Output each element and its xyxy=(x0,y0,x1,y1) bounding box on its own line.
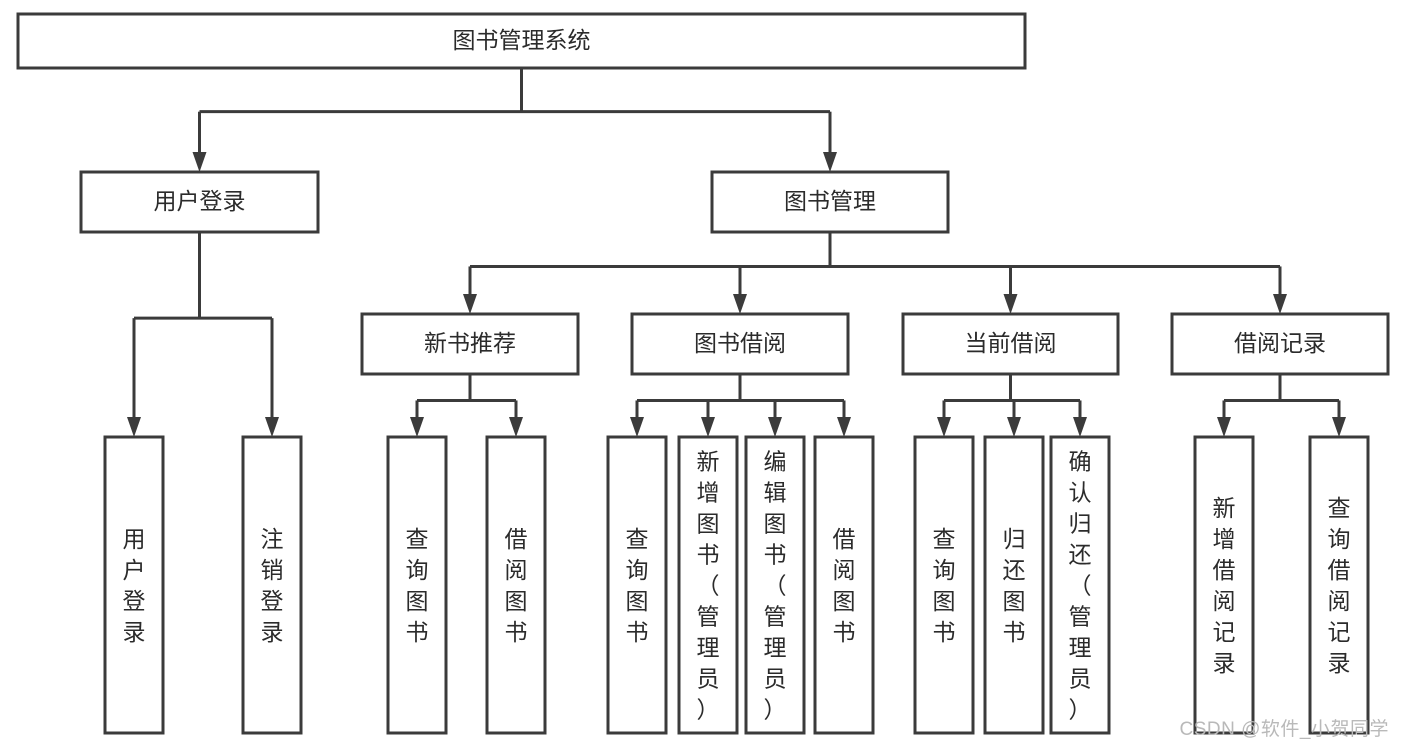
edge-group-book-borrow xyxy=(630,374,851,437)
node-box-root[interactable] xyxy=(16,12,1027,70)
edge-group-current-borrow xyxy=(937,374,1087,437)
node-label-leaf-return-book: 归还图书 xyxy=(1003,526,1026,645)
node-box-book-manage[interactable] xyxy=(710,170,950,234)
node-leaf-edit-book-admin[interactable]: 编辑图书（管理员） xyxy=(744,435,806,735)
node-new-book-recommend[interactable]: 新书推荐 xyxy=(360,312,580,376)
node-box-leaf-add-borrow-record[interactable] xyxy=(1193,435,1255,735)
node-label-user-login: 用户登录 xyxy=(154,188,246,214)
node-leaf-add-borrow-record[interactable]: 新增借阅记录 xyxy=(1193,435,1255,735)
node-label-leaf-edit-book-admin: 编辑图书（管理员） xyxy=(764,449,787,723)
node-current-borrow[interactable]: 当前借阅 xyxy=(901,312,1120,376)
node-leaf-query-book-1[interactable]: 查询图书 xyxy=(386,435,448,735)
node-box-leaf-query-book-1[interactable] xyxy=(386,435,448,735)
nodes-layer: 图书管理系统用户登录图书管理新书推荐图书借阅当前借阅借阅记录用户登录注销登录查询… xyxy=(16,12,1390,735)
node-leaf-query-book-3[interactable]: 查询图书 xyxy=(913,435,975,735)
node-label-book-manage: 图书管理 xyxy=(784,188,876,214)
node-leaf-add-book-admin[interactable]: 新增图书（管理员） xyxy=(677,435,739,735)
node-box-leaf-query-book-3[interactable] xyxy=(913,435,975,735)
edge-group-root xyxy=(192,68,837,172)
edges-layer xyxy=(127,68,1346,437)
node-leaf-user-login[interactable]: 用户登录 xyxy=(103,435,165,735)
node-root[interactable]: 图书管理系统 xyxy=(16,12,1027,70)
edge-group-user-login xyxy=(127,232,279,437)
node-label-current-borrow: 当前借阅 xyxy=(965,330,1057,356)
node-label-leaf-query-book-3: 查询图书 xyxy=(933,526,956,645)
node-box-leaf-user-login[interactable] xyxy=(103,435,165,735)
node-leaf-query-borrow-record[interactable]: 查询借阅记录 xyxy=(1308,435,1370,735)
node-box-new-book-recommend[interactable] xyxy=(360,312,580,376)
node-label-leaf-query-book-2: 查询图书 xyxy=(626,526,649,645)
edge-group-book-manage xyxy=(463,232,1287,314)
node-box-user-login[interactable] xyxy=(79,170,320,234)
edge-group-borrow-record xyxy=(1217,374,1346,437)
node-label-leaf-borrow-book-2: 借阅图书 xyxy=(833,526,856,645)
node-box-leaf-query-borrow-record[interactable] xyxy=(1308,435,1370,735)
node-box-leaf-query-book-2[interactable] xyxy=(606,435,668,735)
node-leaf-borrow-book-2[interactable]: 借阅图书 xyxy=(813,435,875,735)
node-borrow-record[interactable]: 借阅记录 xyxy=(1170,312,1390,376)
node-leaf-borrow-book-1[interactable]: 借阅图书 xyxy=(485,435,547,735)
node-label-borrow-record: 借阅记录 xyxy=(1234,330,1326,356)
node-label-book-borrow: 图书借阅 xyxy=(694,330,786,356)
node-box-book-borrow[interactable] xyxy=(630,312,850,376)
node-box-leaf-logout[interactable] xyxy=(241,435,303,735)
node-leaf-logout[interactable]: 注销登录 xyxy=(241,435,303,735)
node-box-leaf-return-book[interactable] xyxy=(983,435,1045,735)
node-box-current-borrow[interactable] xyxy=(901,312,1120,376)
node-label-root: 图书管理系统 xyxy=(453,27,591,53)
node-leaf-return-book[interactable]: 归还图书 xyxy=(983,435,1045,735)
node-box-leaf-confirm-return-admin[interactable] xyxy=(1049,435,1111,735)
node-label-leaf-borrow-book-1: 借阅图书 xyxy=(505,526,528,645)
node-leaf-confirm-return-admin[interactable]: 确认归还（管理员） xyxy=(1049,435,1111,735)
node-box-leaf-edit-book-admin[interactable] xyxy=(744,435,806,735)
node-label-new-book-recommend: 新书推荐 xyxy=(424,330,516,356)
node-leaf-query-book-2[interactable]: 查询图书 xyxy=(606,435,668,735)
node-label-leaf-query-book-1: 查询图书 xyxy=(406,526,429,645)
node-book-borrow[interactable]: 图书借阅 xyxy=(630,312,850,376)
node-label-leaf-add-book-admin: 新增图书（管理员） xyxy=(697,449,720,723)
node-box-leaf-borrow-book-2[interactable] xyxy=(813,435,875,735)
node-label-leaf-add-borrow-record: 新增借阅记录 xyxy=(1213,495,1236,676)
node-label-leaf-logout: 注销登录 xyxy=(261,526,284,645)
node-box-leaf-borrow-book-1[interactable] xyxy=(485,435,547,735)
edge-group-new-book-recommend xyxy=(410,374,523,437)
node-label-leaf-query-borrow-record: 查询借阅记录 xyxy=(1328,495,1351,676)
node-label-leaf-user-login: 用户登录 xyxy=(123,526,146,645)
node-box-borrow-record[interactable] xyxy=(1170,312,1390,376)
node-label-leaf-confirm-return-admin: 确认归还（管理员） xyxy=(1069,449,1092,723)
node-box-leaf-add-book-admin[interactable] xyxy=(677,435,739,735)
node-user-login[interactable]: 用户登录 xyxy=(79,170,320,234)
node-book-manage[interactable]: 图书管理 xyxy=(710,170,950,234)
